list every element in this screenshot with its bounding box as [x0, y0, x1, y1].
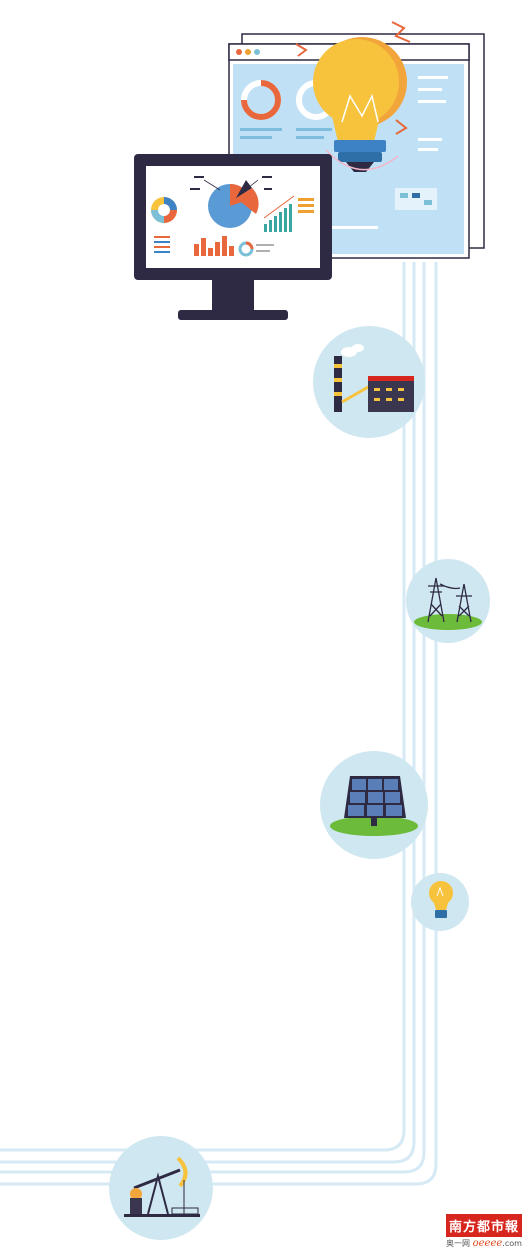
watermark-site-prefix: 奥一网: [446, 1239, 471, 1248]
watermark-logo: 南方都市報: [446, 1214, 522, 1237]
watermark-site: 奥一网 oeeee.com: [446, 1238, 522, 1249]
oil-pump-icon: [109, 1136, 213, 1240]
watermark-suffix: .com: [502, 1239, 522, 1248]
small-bulb: [411, 873, 469, 931]
watermark: 南方都市報 奥一网 oeeee.com: [446, 1214, 522, 1249]
pylon-icon: [406, 559, 490, 643]
solar-panel-icon: [320, 751, 428, 859]
watermark-domain: oeeee: [472, 1238, 503, 1249]
connector-tracks: [0, 262, 438, 1186]
factory-icon: [313, 326, 425, 438]
monitor-chart-icon: [134, 154, 332, 320]
lightbulb-icon: [295, 21, 411, 172]
